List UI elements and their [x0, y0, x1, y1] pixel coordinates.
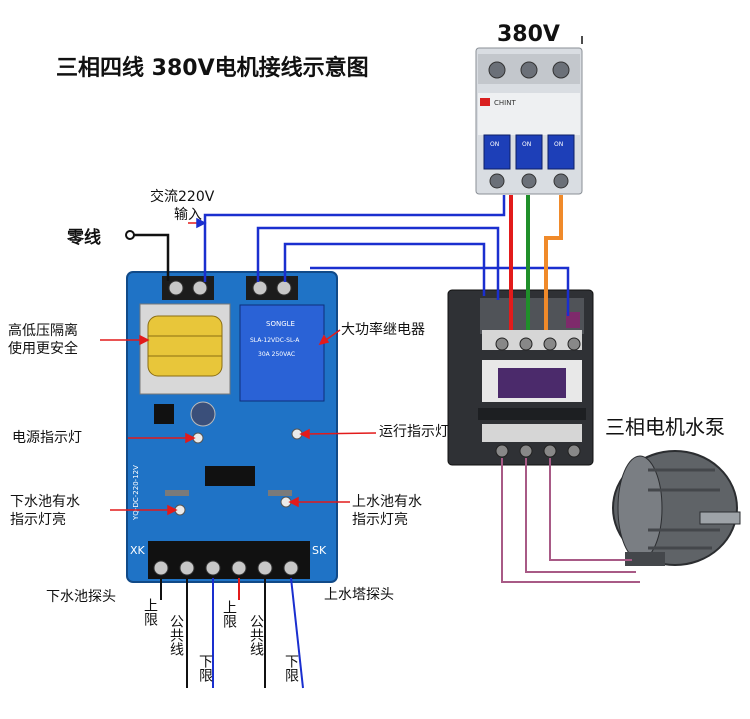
contactor [447, 289, 594, 466]
ac-input-wire [203, 195, 506, 282]
ac-input-label-line-1: 交流220V [150, 189, 215, 205]
voltage-label: 380V [497, 22, 560, 47]
control-board: SONGLE SLA-12VDC-SL-A 30A 250VAC YQ-DC-2… [126, 271, 338, 583]
motor-wire-1 [501, 458, 640, 583]
terminal-common-2: 公共线 [248, 614, 264, 656]
page-title: 三相四线 380V电机接线示意图 [56, 56, 369, 81]
motor-label: 三相电机水泵 [605, 415, 725, 439]
xk-marking: XK [130, 544, 146, 557]
lower-probe-callout: 下水池探头 [46, 589, 116, 605]
isolation-callout-line-2: 使用更安全 [8, 341, 78, 357]
probe-lead-6 [290, 577, 304, 689]
run-led-callout: 运行指示灯 [379, 424, 449, 440]
relay-callout: 大功率继电器 [341, 322, 425, 338]
relay-coil-wire-2 [283, 242, 486, 296]
lower-pool-callout-line-2: 指示灯亮 [10, 512, 66, 528]
neutral-label: 零线 [67, 228, 101, 248]
ac-input-label-line-2: 输入 [174, 207, 202, 223]
run-led-arrow [304, 432, 377, 435]
phase-l3-orange [544, 195, 563, 330]
upper-pool-callout-line-2: 指示灯亮 [352, 512, 408, 528]
lower-pool-callout-line-1: 下水池有水 [10, 494, 80, 510]
relay-model: SLA-12VDC-SL-A [250, 337, 300, 344]
terminal-lower-limit-2: 下限 [283, 654, 299, 682]
terminal-upper-limit-2: 上限 [221, 600, 237, 628]
terminal-lower-limit-1: 下限 [197, 654, 213, 682]
isolation-callout-line-1: 高低压隔离 [8, 323, 78, 339]
breaker-pole-1: ON [490, 141, 499, 148]
terminal-upper-limit-1: 上限 [142, 598, 158, 626]
neutral-wire [130, 233, 170, 281]
motor-pump [612, 450, 741, 566]
breaker-pole-3: ON [554, 141, 563, 148]
circuit-breaker: CHINT ON ON ON [475, 36, 583, 195]
terminal-common-1: 公共线 [168, 614, 184, 656]
relay-rating: 30A 250VAC [258, 351, 295, 358]
power-led-callout: 电源指示灯 [12, 430, 82, 446]
coil-neutral-wire [310, 266, 570, 316]
sk-marking: SK [312, 544, 327, 557]
upper-pool-callout-line-1: 上水池有水 [352, 494, 422, 510]
upper-probe-callout: 上水塔探头 [324, 587, 394, 603]
breaker-pole-2: ON [522, 141, 531, 148]
relay-coil-wire-1 [256, 226, 500, 300]
relay-brand: SONGLE [266, 320, 295, 328]
motor-wire-3 [549, 458, 632, 561]
board-code: YQ-DC-220-12V [132, 465, 140, 521]
motor-wire-2 [525, 458, 636, 573]
breaker-brand: CHINT [494, 99, 516, 107]
